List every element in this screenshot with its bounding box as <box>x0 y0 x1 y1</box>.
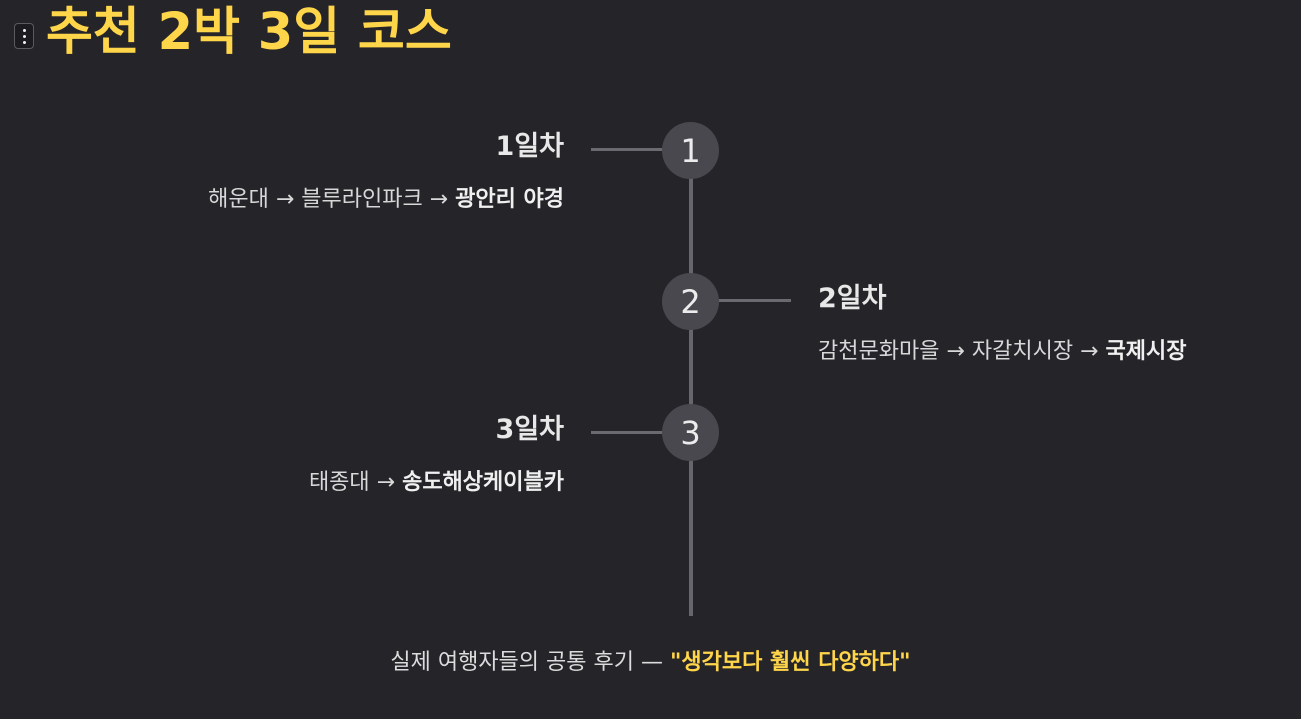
day-2-route: 감천문화마을 → 자갈치시장 → 국제시장 <box>818 337 1186 367</box>
day-1-label: 1일차 <box>495 131 564 162</box>
day-1-route-highlight: 광안리 야경 <box>455 187 564 212</box>
day-1-route-stops: 해운대 → 블루라인파크 → <box>208 187 456 212</box>
day-2-node: 2 <box>662 273 719 330</box>
page-title: 추천 2박 3일 코스 <box>46 3 452 62</box>
day-1-node: 1 <box>662 122 719 179</box>
day-2-label: 2일차 <box>818 283 887 314</box>
day-2-route-stops: 감천문화마을 → 자갈치시장 → <box>818 339 1106 364</box>
vertical-dots-icon <box>22 28 26 32</box>
day-1-connector <box>591 148 663 151</box>
day-3-route-stops: 태종대 → <box>308 470 403 495</box>
day-2-route-highlight: 국제시장 <box>1105 339 1187 364</box>
day-3-node: 3 <box>662 404 719 461</box>
more-options-button[interactable] <box>14 23 34 49</box>
day-3-connector <box>591 431 663 434</box>
reviews-footer: 실제 여행자들의 공통 후기 — "생각보다 훨씬 다양하다" <box>0 648 1301 678</box>
day-3-route-highlight: 송도해상케이블카 <box>402 470 564 495</box>
day-3-label: 3일차 <box>495 414 564 445</box>
footer-quote: "생각보다 훨씬 다양하다" <box>669 650 911 675</box>
day-3-route: 태종대 → 송도해상케이블카 <box>309 468 564 498</box>
day-2-connector <box>719 299 791 302</box>
footer-text: 실제 여행자들의 공통 후기 — <box>390 650 670 675</box>
day-1-route: 해운대 → 블루라인파크 → 광안리 야경 <box>208 185 564 215</box>
timeline-line <box>689 150 693 616</box>
